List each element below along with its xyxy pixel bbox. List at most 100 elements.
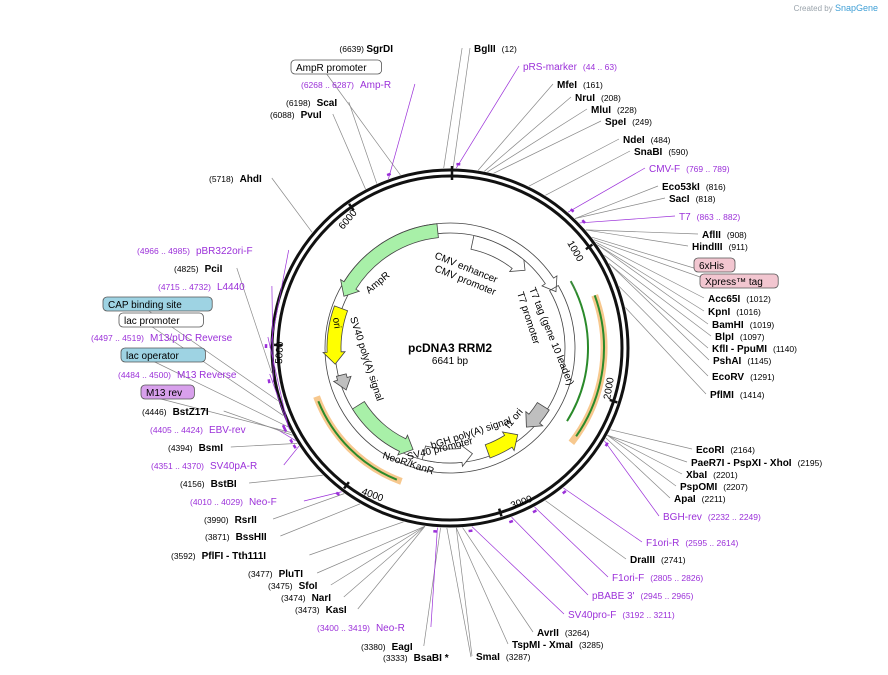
site-leader-line [597,244,705,312]
site-ampr-promoter[interactable]: AmpR promoter [290,59,382,75]
site-prs-marker[interactable]: pRS-marker(44 .. 63) [523,62,617,73]
site-xbai[interactable]: XbaI(2201) [686,470,738,481]
site-ahdi[interactable]: (5718)AhdI [209,174,262,185]
site-leader-line [585,229,689,247]
site-label-text: (6088)PvuI [270,110,322,121]
site-m13-reverse[interactable]: (4484 .. 4500)M13 Reverse [118,370,237,381]
site-f1ori-r[interactable]: F1ori-R(2595 .. 2614) [646,538,738,549]
site-draiii[interactable]: DraIII(2741) [630,555,686,566]
site-sgrdi[interactable]: (6639) SgrDI [339,44,393,55]
site-name: BGH-rev [663,512,702,523]
primer-mark [289,438,294,444]
site-name: SfoI [299,581,318,592]
site-leader-line [625,307,707,395]
site-bgh-rev[interactable]: BGH-rev(2232 .. 2249) [663,512,761,523]
site-label-text: EcoRV(1291) [712,372,775,383]
site-position: (4394) [168,443,193,453]
site-position: (1016) [736,307,761,317]
site-position: (6268 .. 6287) [301,80,354,90]
site-scai[interactable]: (6198)ScaI [286,98,337,109]
site-label-text: BlpI(1097) [715,332,765,343]
site-hindiii[interactable]: HindIII(911) [692,242,748,253]
site-snabi[interactable]: SnaBI(590) [634,147,688,158]
site-leader-line [455,527,509,645]
feature-box [102,296,213,312]
site-ecori[interactable]: EcoRI(2164) [696,445,755,456]
site-bsabi[interactable]: (3333)BsaBI * [383,653,449,664]
site-neo-f[interactable]: (4010 .. 4029)Neo-F [190,497,277,508]
site-amp-r[interactable]: (6268 .. 6287)Amp-R [301,80,391,91]
site-saci[interactable]: SacI(818) [669,194,716,205]
site-pcii[interactable]: (4825)PciI [174,264,223,275]
site-pbabe-3[interactable]: pBABE 3'(2945 .. 2965) [592,591,694,602]
site-t7[interactable]: T7(863 .. 882) [679,212,740,223]
sv40-polya-box [332,373,352,391]
site-smai[interactable]: SmaI(3287) [476,652,531,663]
f1-ori-arrow [484,431,519,459]
site-aflii[interactable]: AflII(908) [702,230,747,241]
site-pvui[interactable]: (6088)PvuI [270,110,322,121]
feature-label-ampr: AmpR [364,270,392,296]
site-m13-rev[interactable]: M13 rev [140,384,195,400]
site-apai[interactable]: ApaI(2211) [674,494,726,505]
site-nrui[interactable]: NruI(208) [575,93,621,104]
site-avrii[interactable]: AvrII(3264) [537,628,590,639]
site-mfei[interactable]: MfeI(161) [557,80,603,91]
site-eagi[interactable]: (3380)EagI [361,642,413,653]
site-position: (4484 .. 4500) [118,370,171,380]
site-eco53ki[interactable]: Eco53kI(816) [662,182,726,193]
site-pluti[interactable]: (3477)PluTI [248,569,303,580]
site-position: (4825) [174,264,199,274]
site-label-text: PaeR7I - PspXI - XhoI(2195) [691,458,822,469]
site-ndei[interactable]: NdeI(484) [623,135,671,146]
site-lac-promoter[interactable]: lac promoter [118,312,204,328]
feature-box [699,273,779,289]
site-xpress-tag[interactable]: Xpress™ tag [699,273,779,289]
site-ebv-rev[interactable]: (4405 .. 4424)EBV-rev [150,425,246,436]
site-l4440[interactable]: (4715 .. 4732)L4440 [158,282,245,293]
site-6xhis[interactable]: 6xHis [693,257,736,273]
site-lac-operator[interactable]: lac operator [120,347,206,363]
site-bglii[interactable]: BglII(12) [474,44,517,55]
site-m13-puc-reverse[interactable]: (4497 .. 4519)M13/pUC Reverse [91,333,233,344]
site-bamhi[interactable]: BamHI(1019) [712,320,774,331]
site-bstbi[interactable]: (4156)BstBI [180,479,237,490]
site-kasi[interactable]: (3473)KasI [295,605,347,616]
site-kpni[interactable]: KpnI(1016) [708,307,761,318]
site-bsshii[interactable]: (3871)BssHII [205,532,267,543]
site-position: (3592) [171,551,196,561]
site-kfli-ppumi[interactable]: KflI - PpuMI(1140) [712,344,797,355]
site-f1ori-f[interactable]: F1ori-F(2805 .. 2826) [612,573,703,584]
site-pflmi[interactable]: PflMI(1414) [710,390,765,401]
site-spei[interactable]: SpeI(249) [605,117,652,128]
site-acc65i[interactable]: Acc65I(1012) [708,294,771,305]
site-nari[interactable]: (3474)NarI [281,593,331,604]
site-position: (1414) [740,390,765,400]
site-leader-line [607,434,688,463]
site-bsmi[interactable]: (4394)BsmI [168,443,223,454]
ori-arrow [322,305,349,365]
site-tspmi-xmai[interactable]: TspMI - XmaI(3285) [512,640,604,651]
site-position: (6639) [339,44,366,54]
site-pshai[interactable]: PshAI(1145) [713,356,771,367]
site-bstz17i[interactable]: (4446)BstZ17I [142,407,209,418]
site-paer7i-pspxi-xhoi[interactable]: PaeR7I - PspXI - XhoI(2195) [691,458,822,469]
site-rsrii[interactable]: (3990)RsrII [204,515,257,526]
site-cmv-f[interactable]: CMV-F(769 .. 789) [649,164,730,175]
site-ecorv[interactable]: EcoRV(1291) [712,372,775,383]
site-blpi[interactable]: BlpI(1097) [715,332,765,343]
site-mlui[interactable]: MluI(228) [591,105,637,116]
site-sv40pa-r[interactable]: (4351 .. 4370)SV40pA-R [151,461,257,472]
site-name: pRS-marker [523,62,578,73]
site-pspomi[interactable]: PspOMI(2207) [680,482,748,493]
site-label-text: CMV-F(769 .. 789) [649,164,730,175]
site-name: SacI [669,194,690,205]
site-pbr322ori-f[interactable]: (4966 .. 4985)pBR322ori-F [137,246,253,257]
backbone-outer-ring [270,168,630,528]
site-pflfi-tth111i[interactable]: (3592)PflFI - Tth111I [171,551,266,562]
site-sv40pro-f[interactable]: SV40pro-F(3192 .. 3211) [568,610,675,621]
site-neo-r[interactable]: (3400 .. 3419)Neo-R [317,623,405,634]
site-sfoi[interactable]: (3475)SfoI [268,581,318,592]
site-cap-binding-site[interactable]: CAP binding site [102,296,213,312]
site-leader-line [388,83,416,179]
